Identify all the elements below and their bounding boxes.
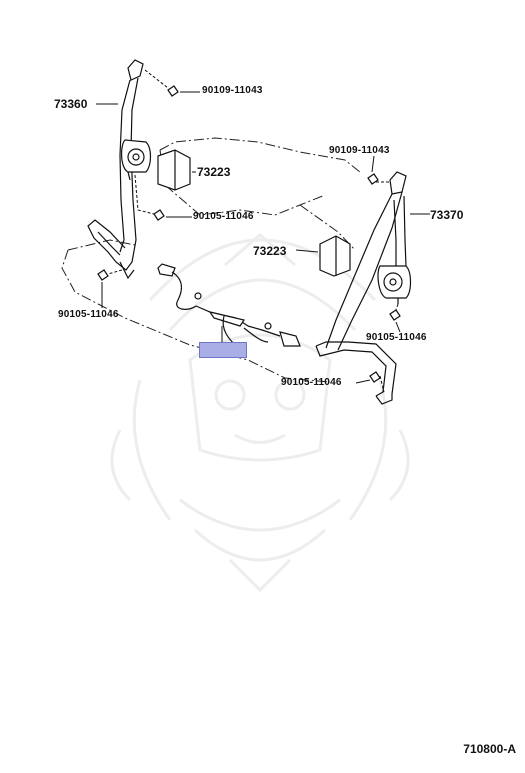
leader-lines — [96, 91, 430, 384]
guard-covers — [157, 149, 351, 277]
highlighted-part-box[interactable] — [199, 342, 247, 358]
right-seatbelt — [315, 171, 412, 405]
label-73370: 73370 — [430, 208, 464, 222]
label-73360: 73360 — [54, 97, 88, 111]
wire-harness — [157, 263, 301, 347]
watermark-emblem — [110, 233, 410, 593]
bolts — [97, 85, 401, 383]
label-bolt-mid-left: 90105-11046 — [193, 211, 254, 222]
label-bolt-low-right: 90105-11046 — [281, 377, 342, 388]
left-seatbelt — [87, 59, 152, 280]
label-73223-right: 73223 — [253, 244, 287, 258]
label-bolt-top-right: 90109-11043 — [329, 145, 390, 156]
label-bolt-mid-right: 90105-11046 — [366, 332, 427, 343]
label-73223-left: 73223 — [197, 165, 231, 179]
label-bolt-top-left: 90109-11043 — [202, 85, 263, 96]
figure-code: 710800-A — [463, 742, 516, 756]
dashed-leaders — [107, 69, 399, 393]
label-bolt-low-left: 90105-11046 — [58, 309, 119, 320]
